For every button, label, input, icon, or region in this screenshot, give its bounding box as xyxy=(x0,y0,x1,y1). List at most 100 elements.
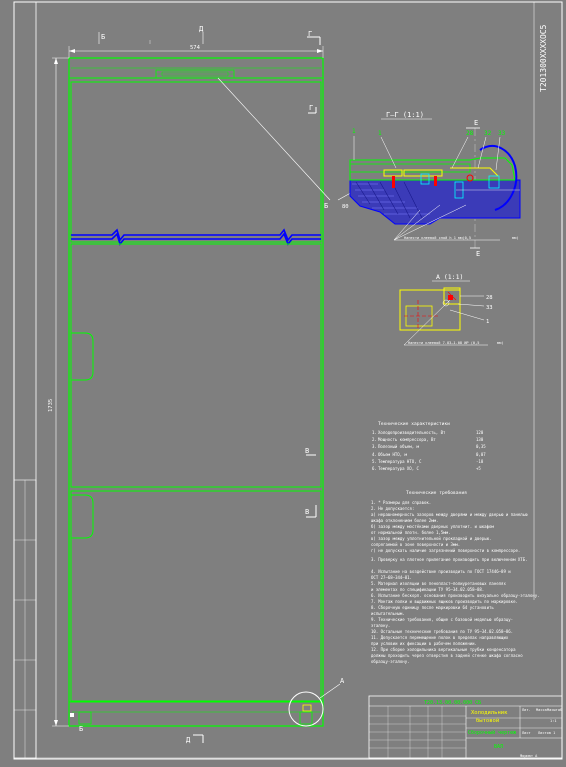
cabinet-outline xyxy=(68,57,324,727)
section-gg-note-unit: мм) xyxy=(512,236,519,240)
tech-req-line: 6. Испытание бескорп. основания производ… xyxy=(371,593,540,598)
spec-num: 1. xyxy=(372,430,377,435)
title-sheets-label: Листов 1 xyxy=(538,731,555,735)
section-gg-e-mark: Е xyxy=(474,119,478,127)
tech-req-line: 5. Материал изоляции во пенопласт–полиур… xyxy=(371,581,506,586)
title-org: ВАЛ xyxy=(494,744,503,750)
section-a-callout-28: 28 xyxy=(486,295,493,301)
door-handle-lower xyxy=(70,494,94,539)
dim-width-value: 574 xyxy=(190,45,201,51)
mark-g-side: Г xyxy=(309,104,313,112)
tech-req-line: и элементах по спецификации ТУ 95–34.02.… xyxy=(371,587,484,592)
section-a-note-unit: мм) xyxy=(497,341,504,345)
title-scale-value: 1:1 xyxy=(550,719,557,723)
fridge-door-upper xyxy=(70,243,322,488)
section-gg-callout-28: 28 xyxy=(466,130,474,137)
title-product-name: Холодильник xyxy=(471,710,508,716)
section-gg-title: Г–Г (1:1) xyxy=(386,111,424,119)
spec-label: Холодопроизводительность, Вт xyxy=(378,430,446,435)
mark-v-lower: В xyxy=(305,508,309,516)
title-mass-label: Масса xyxy=(536,708,547,712)
mark-v-upper: В xyxy=(305,447,309,455)
spec-value: 0,35 xyxy=(476,444,486,449)
tech-req-line: испытательным. xyxy=(371,611,405,616)
spec-num: 6. xyxy=(372,466,377,471)
spec-label: Объем НТО, м xyxy=(378,452,407,457)
section-marks: Г Г В В Д Б А Б xyxy=(79,30,345,744)
tech-req-line: от нормальной плотн. более 1,5мм. xyxy=(371,530,450,535)
tech-req-line: 7. Монтаж полки и выдвижных ящиков произ… xyxy=(371,599,518,604)
tech-req-line: 4. Испытание на воздействие производить … xyxy=(371,569,511,574)
tech-specs-block: Технические характеристики 1. Холодопрои… xyxy=(372,421,486,471)
foot-left xyxy=(78,711,92,725)
title-doc-number: Т20.13.00.00.000 СБ xyxy=(424,700,481,706)
spec-label: Температура НТО, С xyxy=(378,459,422,464)
foot-right xyxy=(299,711,313,725)
fridge-door-lower xyxy=(70,490,322,702)
tech-req-line: ОСТ 27–68–344–81. xyxy=(371,575,412,580)
section-gg-marker-a: 80 xyxy=(342,204,349,210)
tech-req-title: Технические требования xyxy=(406,489,467,496)
tech-req-line: должны проходить через отверстия в задне… xyxy=(371,653,523,658)
mark-d-bottom: Д xyxy=(186,736,191,744)
freezer-door xyxy=(70,81,322,243)
side-stamp-strip xyxy=(13,479,37,759)
spec-label: Полезный объем, м xyxy=(378,444,420,449)
section-gg-callout-1: 1 xyxy=(378,130,382,137)
spec-num: 2. xyxy=(372,437,377,442)
mark-b-bottom: Б xyxy=(79,725,83,733)
spec-value: 130 xyxy=(476,437,484,442)
tech-specs-row: 5. Температура НТО, С -18 xyxy=(372,459,484,464)
tech-req-line: г) не допускать наличие загрязнений пове… xyxy=(371,548,520,553)
title-format: Формат A xyxy=(520,754,538,758)
mark-a-callout: А xyxy=(340,677,345,685)
section-gg-left-code: 1 xyxy=(352,128,356,135)
mark-b-callout: Б xyxy=(324,202,328,210)
tech-specs-title: Технические характеристики xyxy=(378,421,450,427)
tech-req-line: 10. Остальные технические требования по … xyxy=(371,629,513,634)
tech-req-line: при условии их фиксации в рабочем положе… xyxy=(371,641,477,646)
tech-specs-row: 4. Объем НТО, м 0,07 xyxy=(372,452,486,457)
section-gg: Г–Г (1:1) Е Е 1 28 32 33 xyxy=(342,111,521,258)
title-letter-label: Лит. xyxy=(522,708,531,712)
tech-req-line: 11. Допускается перемещение полок в пред… xyxy=(371,635,509,640)
spec-value: -18 xyxy=(476,459,484,464)
door-handle-upper xyxy=(70,332,94,381)
section-a-callout-33: 33 xyxy=(486,305,493,311)
tech-req-line: 3. Проверку на плотное прилегание произв… xyxy=(371,557,528,562)
tech-specs-row: 6. Температура ХО, С +5 xyxy=(372,466,481,471)
tech-req-line: 9. Технические требования, общие с базов… xyxy=(371,617,513,622)
title-block: Т20.13.00.00.000 СБ Холодильник бытовой … xyxy=(368,695,563,759)
vertical-drawing-code: T201300XXXXOC5 xyxy=(539,24,548,92)
cabinet-base xyxy=(68,701,324,727)
tech-req-line: б) зазор между мосте́ками дверных уплотн… xyxy=(371,524,494,529)
section-a-callout-1: 1 xyxy=(486,319,489,325)
tech-req-line: 8. Сборочную единицу после маркировки 64… xyxy=(371,605,494,610)
tech-req-line: эталону. xyxy=(371,623,390,628)
spec-num: 3. xyxy=(372,444,377,449)
leader-control-panel xyxy=(217,77,331,201)
detail-a-circle xyxy=(288,691,324,727)
tech-req-line: 1. * Размеры для справок. xyxy=(371,500,431,505)
mark-g-top: Г xyxy=(308,30,312,38)
tech-req-line: сопрягаемой в зоне поверхности и 3мм. xyxy=(371,542,460,547)
title-product-sub: бытовой xyxy=(476,717,499,724)
spec-label: Мощность компрессора, Вт xyxy=(378,437,436,442)
tech-specs-row: 1. Холодопроизводительность, Вт 120 xyxy=(372,430,484,435)
tech-req-line: образцу-эталону. xyxy=(371,659,410,664)
section-gg-note: Нанести клеевой слой h 1 мм(0,5 xyxy=(404,236,471,240)
tech-requirements-block: Технические требования 1. * Размеры для … xyxy=(371,489,540,664)
section-a-note: Нанести клеевой 7.83–1.08 ИР (0,5 xyxy=(408,341,479,345)
tech-req-line: шкафа отклонением более 2мм. xyxy=(371,518,438,523)
tech-specs-row: 3. Полезный объем, м 0,35 xyxy=(372,444,486,449)
spec-value: +5 xyxy=(476,466,481,471)
dim-b-label: Б xyxy=(101,33,105,41)
section-gg-callout-33: 33 xyxy=(498,130,506,137)
spec-label: Температура ХО, С xyxy=(378,466,420,471)
sheet-outer-frame xyxy=(13,1,563,760)
title-doc-type: Сборочный чертеж xyxy=(468,729,516,736)
section-gg-e-mark-bottom: Е xyxy=(476,250,480,258)
spec-value: 120 xyxy=(476,430,484,435)
tech-specs-row: 2. Мощность компрессора, Вт 130 xyxy=(372,437,484,442)
